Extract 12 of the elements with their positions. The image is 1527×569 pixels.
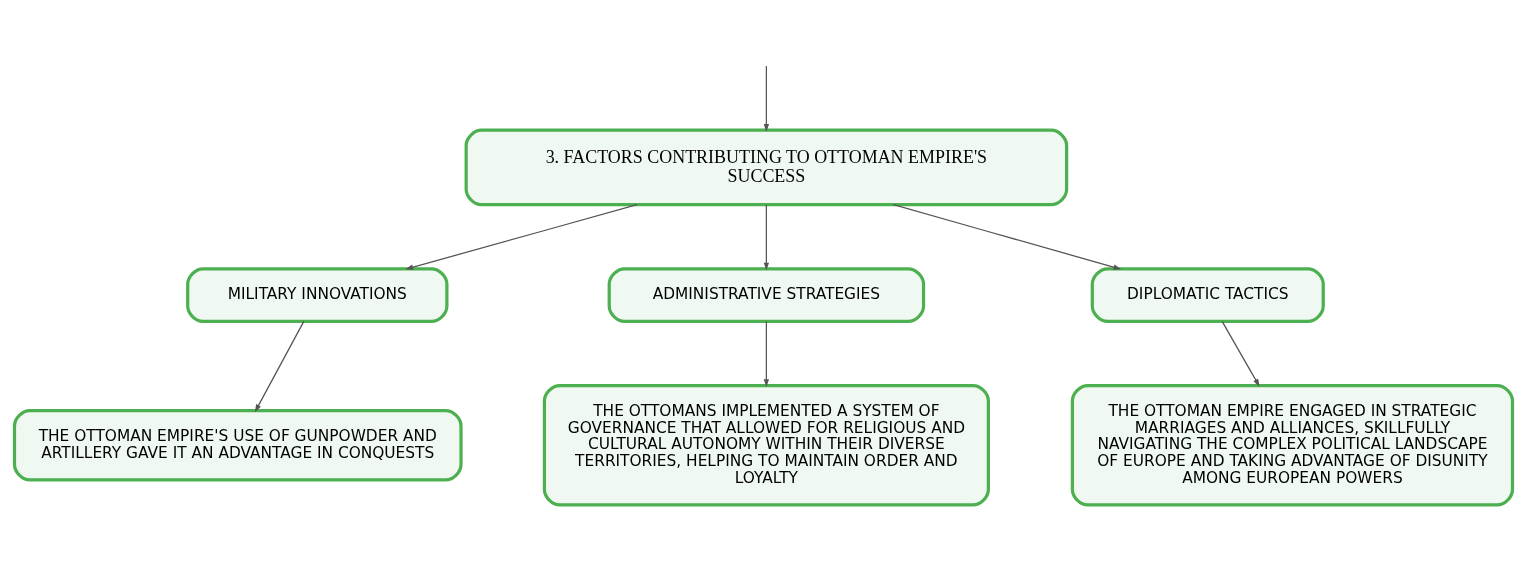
node-box: ADMINISTRATIVE STRATEGIES <box>607 266 926 323</box>
node-box: THE OTTOMANS IMPLEMENTED A SYSTEM OF GOVERNANCE THAT ALLOWED FOR RELIGIOUS AND CULTURAL AUTONOMY WITHIN THEIR DIVERSE TERRITORIES, HELPING TO MAINTAIN ORDER AND LOYALTY <box>542 383 990 506</box>
arrow <box>763 65 770 132</box>
node-box: THE OTTOMAN EMPIRE'S USE OF GUNPOWDER AND ARTILLERY GAVE IT AN ADVANTAGE IN CONQUESTS <box>12 408 463 481</box>
arrow <box>254 320 305 412</box>
arrow <box>763 203 770 270</box>
arrow <box>892 203 1122 270</box>
arrow <box>405 203 638 270</box>
arrow <box>1221 320 1260 387</box>
arrow <box>763 320 770 387</box>
node-box: 3. FACTORS CONTRIBUTING TO OTTOMAN EMPIRE'S SUCCESS <box>464 128 1069 206</box>
node-box: THE OTTOMAN EMPIRE ENGAGED IN STRATEGIC MARRIAGES AND ALLIANCES, SKILLFULLY NAVIGATING THE COMPLEX POLITICAL LANDSCAPE OF EUROPE AND TAKING ADVANTAGE OF DISUNITY AMONG EUROPEAN POWERS <box>1070 383 1515 506</box>
